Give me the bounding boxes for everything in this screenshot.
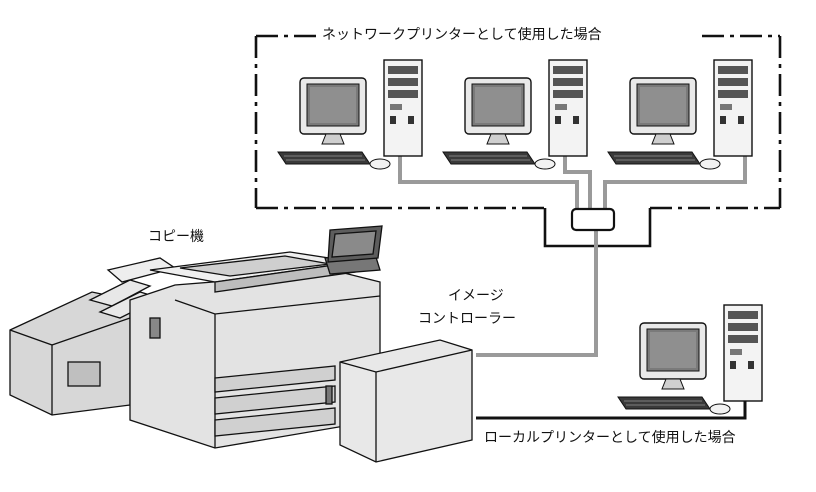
multifunction-copier-icon — [9, 225, 473, 463]
image-controller-label-line1: イメージ — [448, 288, 504, 304]
network-cables — [398, 152, 747, 357]
network-boundary — [254, 34, 782, 210]
network-hub-icon — [570, 207, 616, 232]
desktop-computer-icon-3 — [607, 59, 753, 170]
desktop-computer-icon-1 — [277, 59, 423, 170]
desktop-computer-icon-2 — [442, 59, 588, 170]
local-printer-label: ローカルプリンターとして使用した場合 — [484, 430, 736, 446]
desktop-computer-icon-local — [617, 304, 763, 415]
copier-label: コピー機 — [148, 229, 204, 245]
image-controller-label-line2: コントローラー — [418, 311, 516, 327]
network-printer-label: ネットワークプリンターとして使用した場合 — [318, 27, 606, 45]
